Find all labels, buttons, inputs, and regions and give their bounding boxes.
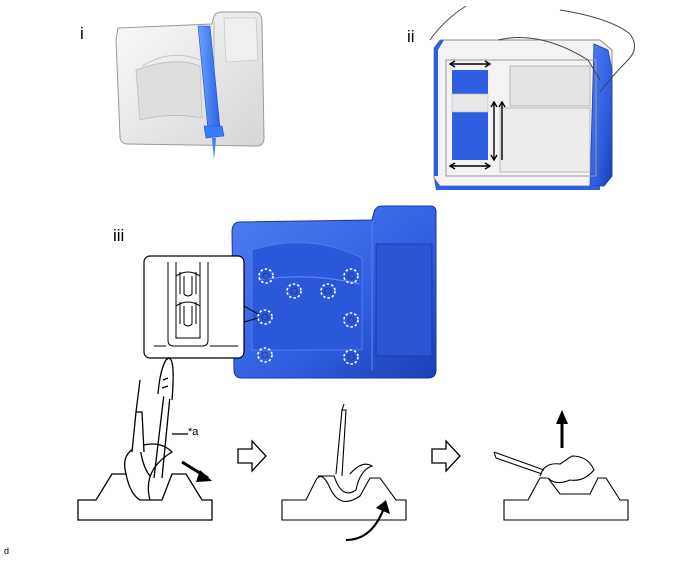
- step-arrow-icon: [237, 439, 267, 473]
- clip-markers: [257, 268, 359, 365]
- step-1-illustration: [77, 357, 213, 521]
- clip-marker: [343, 349, 359, 365]
- clip-marker: [343, 312, 359, 328]
- panel-label-ii: ii: [407, 27, 415, 46]
- lift-arrow: [345, 507, 386, 542]
- panel-ii-illustration: [429, 5, 635, 190]
- panel-label-i: i: [80, 24, 84, 43]
- clip-marker: [258, 268, 274, 284]
- figure-code: d: [4, 546, 10, 556]
- clip-marker: [286, 283, 302, 299]
- clip-marker: [320, 283, 336, 299]
- panel-iii-illustration: [231, 205, 437, 379]
- pull-arrows: [448, 60, 506, 170]
- panel-label-iii: iii: [113, 226, 125, 245]
- step-arrow-icon: [431, 439, 461, 473]
- clip-marker: [343, 268, 359, 284]
- step-2-illustration: [281, 403, 407, 521]
- clip-marker: [257, 309, 273, 325]
- callout-a: *a: [188, 426, 199, 438]
- step-3-illustration: [493, 451, 629, 521]
- clip-marker: [257, 347, 273, 363]
- panel-i-illustration: [115, 11, 265, 160]
- clip-detail-inset: [143, 255, 259, 359]
